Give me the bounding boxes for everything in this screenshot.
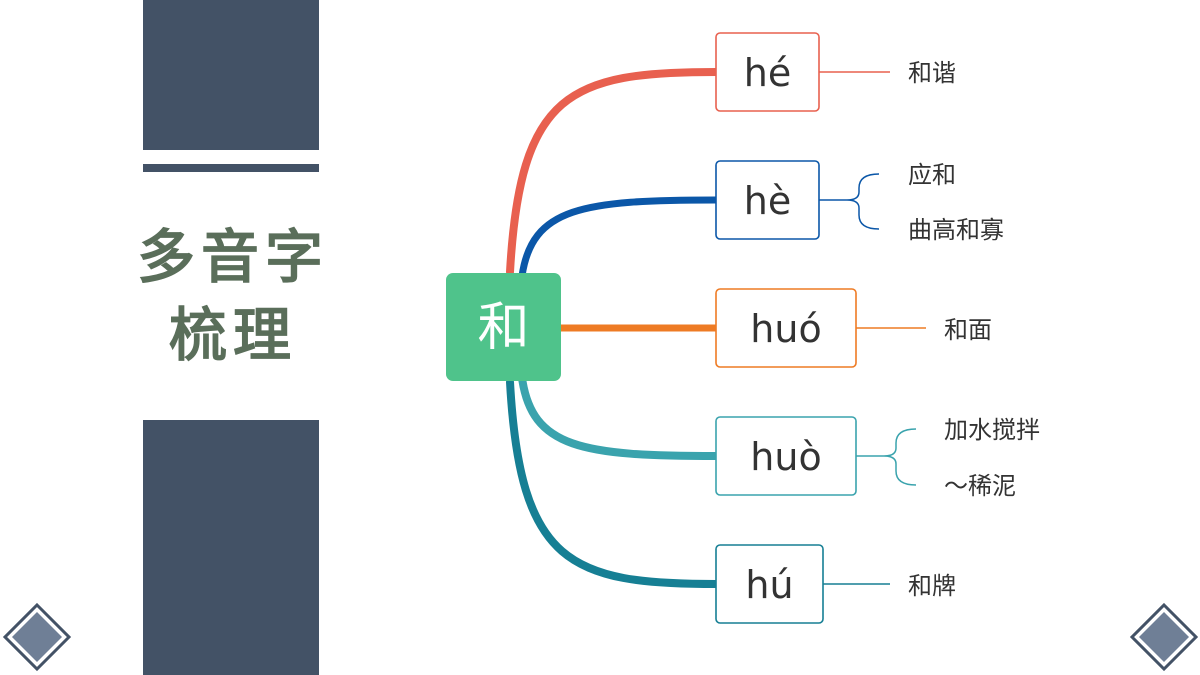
center-node-label: 和 — [477, 298, 529, 358]
word-bracket — [819, 173, 880, 230]
word-label: ～稀泥 — [944, 472, 1016, 500]
word-label: 和面 — [944, 316, 992, 344]
slate-panel-bottom — [143, 420, 319, 675]
pinyin-node-label: huò — [750, 435, 821, 479]
pinyin-node-label: hè — [744, 179, 791, 223]
branch-line — [506, 68, 720, 276]
word-label: 和谐 — [908, 59, 956, 87]
center-node-box — [446, 273, 561, 381]
diamond-ornament-right — [1129, 602, 1199, 672]
word-bracket — [856, 428, 917, 486]
diamond-ornament-left — [2, 602, 72, 672]
slate-divider — [143, 164, 319, 172]
title-line-2: 梳理 — [168, 301, 297, 369]
word-label: 加水搅拌 — [944, 416, 1040, 444]
word-label: 曲高和寡 — [908, 216, 1004, 244]
slate-panel-top — [143, 0, 319, 150]
pinyin-node-label: hú — [745, 563, 793, 607]
branch-line — [506, 378, 720, 588]
pinyin-node-label: hé — [744, 51, 791, 95]
branch-line — [518, 196, 720, 280]
branch-line — [518, 374, 720, 460]
word-label: 应和 — [908, 161, 956, 189]
slide-title: 多音字 梳理 — [118, 218, 348, 374]
word-label: 和牌 — [908, 572, 956, 600]
pinyin-node-label: huó — [750, 307, 821, 351]
branch-connectors — [506, 68, 720, 588]
title-line-1: 多音字 — [136, 223, 329, 291]
